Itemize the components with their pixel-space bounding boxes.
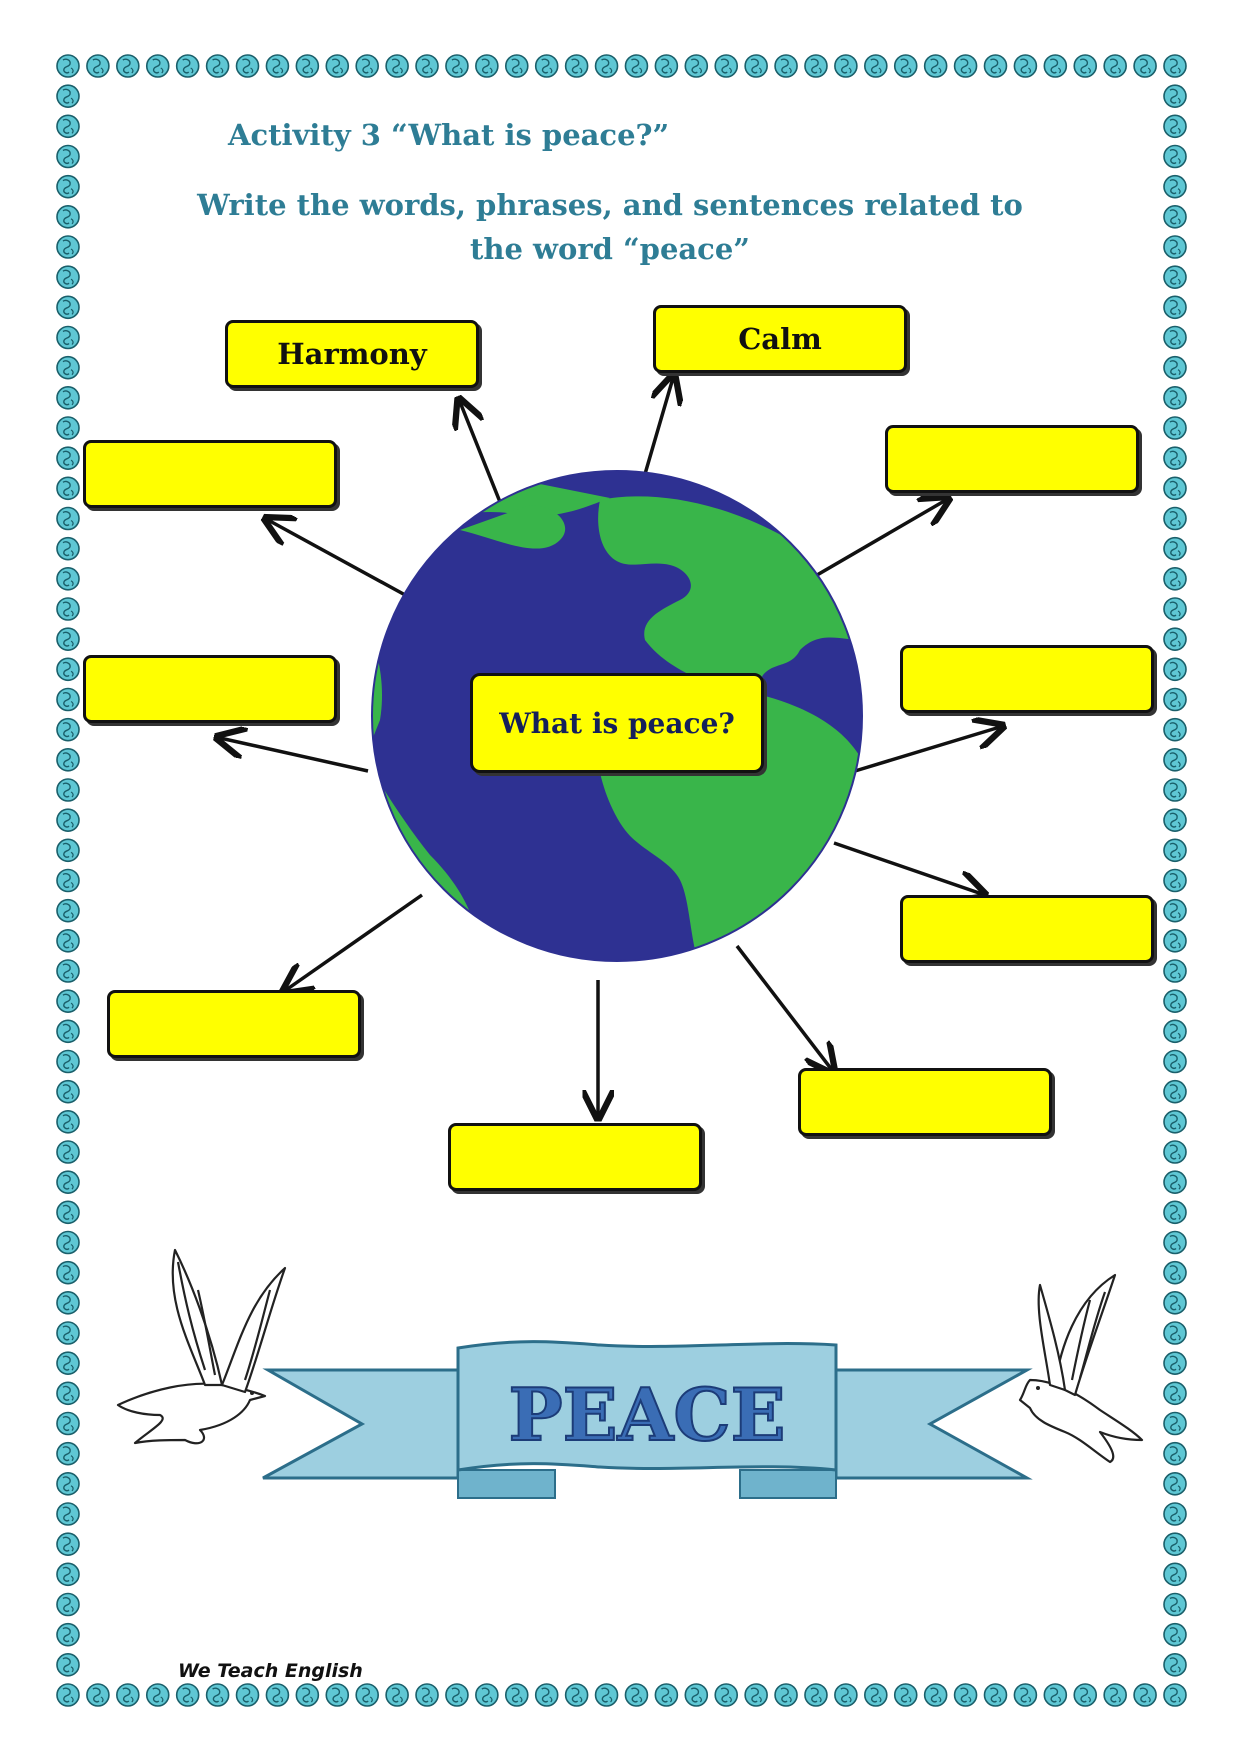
word-box-9[interactable] [448, 1123, 702, 1191]
peace-banner: PEACE [262, 1340, 1033, 1499]
word-box-7[interactable] [900, 895, 1154, 963]
dove-icon-right [1018, 1273, 1144, 1464]
banner-left-tail [262, 1368, 460, 1480]
word-box-3[interactable] [885, 425, 1139, 493]
banner-center [456, 1340, 838, 1472]
arrow-to-box-3 [804, 500, 946, 584]
arrow-to-box-4 [268, 520, 408, 598]
arrow-to-box-8 [286, 893, 424, 990]
arrow-to-box-5 [220, 738, 369, 773]
instruction-text: Write the words, phrases, and sentences … [150, 183, 1070, 271]
word-box-8[interactable] [107, 990, 361, 1058]
word-box-harmony[interactable]: Harmony [225, 320, 479, 388]
instruction-line-1: Write the words, phrases, and sentences … [197, 188, 1023, 222]
word-box-5[interactable] [83, 655, 337, 723]
word-box-calm[interactable]: Calm [653, 305, 907, 373]
word-box-6[interactable] [900, 645, 1154, 713]
dove-icon-left [116, 1248, 287, 1445]
center-question-box: What is peace? [470, 673, 764, 773]
word-box-10[interactable] [798, 1068, 1052, 1136]
banner-text: PEACE [508, 1372, 785, 1457]
arrow-to-box-6 [854, 727, 1000, 773]
activity-title: Activity 3 “What is peace?” [228, 118, 670, 152]
banner-right-tail [834, 1368, 1033, 1480]
footer-credit: We Teach English [178, 1660, 363, 1682]
word-box-4[interactable] [83, 440, 337, 508]
arrow-to-box-7 [833, 841, 982, 894]
instruction-line-2: the word “peace” [470, 232, 750, 266]
arrow-to-box-10 [735, 944, 832, 1070]
